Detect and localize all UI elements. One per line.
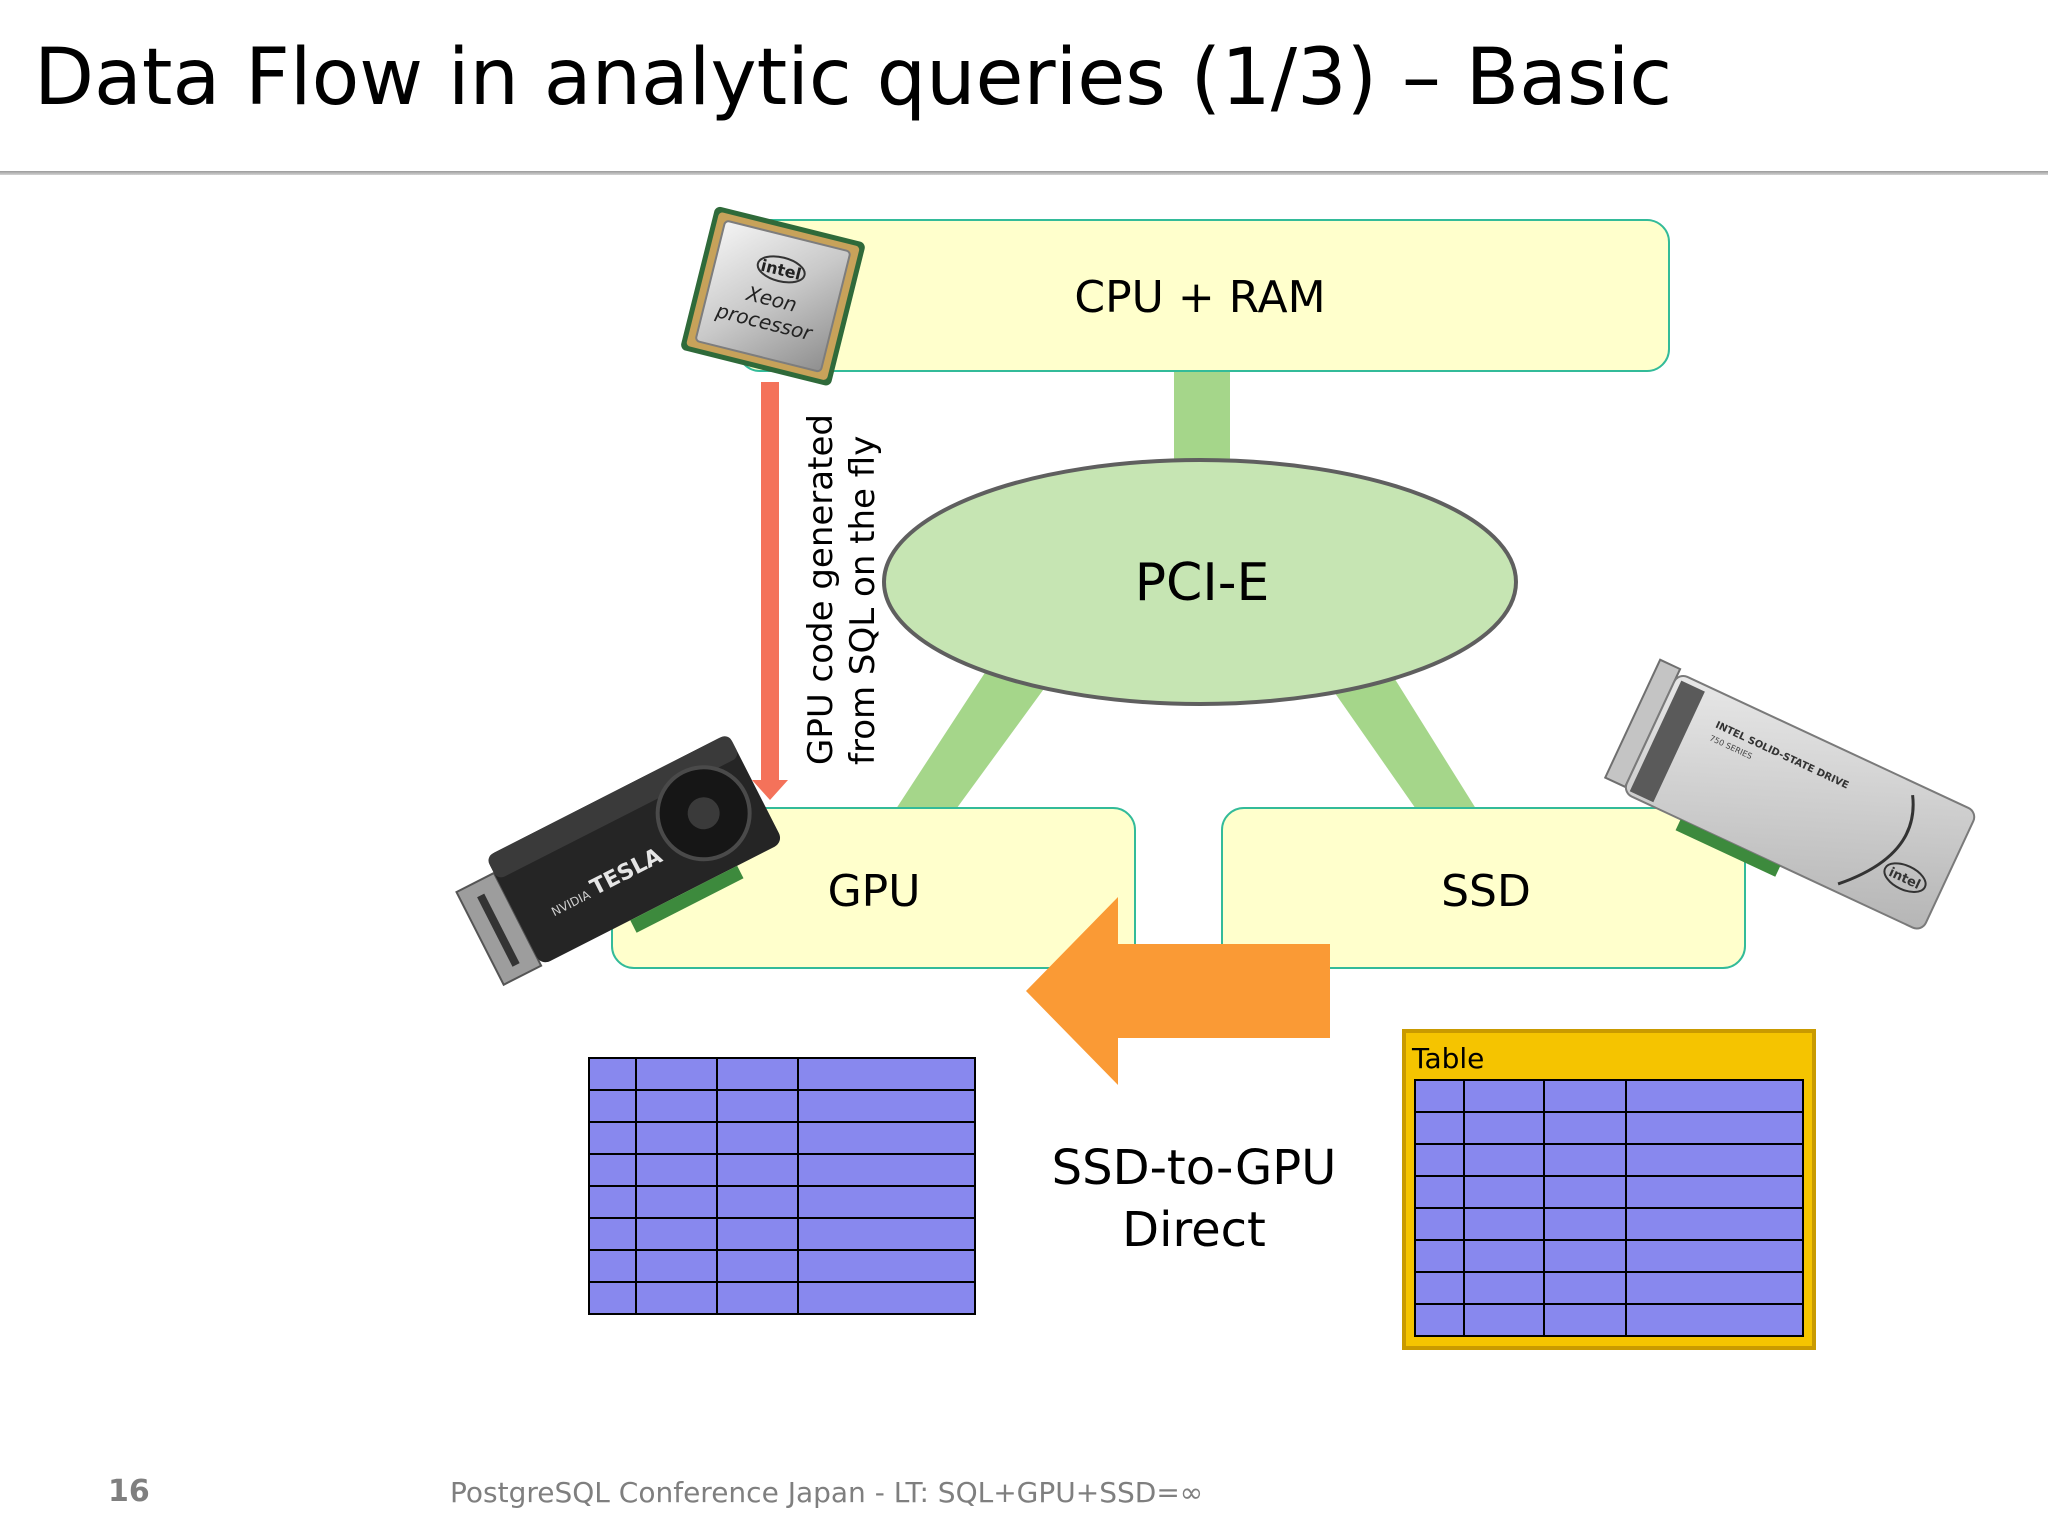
cpu-chip-image: intel Xeon processor	[681, 206, 865, 386]
ssd-box: SSD	[1221, 807, 1746, 969]
bus-pcie-gpu	[894, 668, 1046, 812]
title-divider	[0, 171, 2048, 175]
cpu-ram-box: CPU + RAM	[737, 219, 1670, 372]
slide-title: Data Flow in analytic queries (1/3) – Ba…	[34, 33, 1673, 123]
footer-text: PostgreSQL Conference Japan - LT: SQL+GP…	[450, 1476, 1204, 1509]
cpu-to-gpu-arrow	[752, 382, 788, 800]
gpu-code-note-line1: GPU code generated	[801, 414, 841, 765]
pcie-ellipse: PCI-E	[882, 458, 1518, 706]
gpu-card-image: NVIDIA TESLA	[455, 736, 781, 987]
gpu-code-note-line2: from SQL on the fly	[843, 436, 883, 765]
table-box: Table	[1402, 1029, 1816, 1350]
bus-pcie-ssd	[1330, 668, 1478, 812]
gpu-label: GPU	[828, 866, 921, 917]
table-label: Table	[1411, 1042, 1484, 1075]
gpu-data-grid	[588, 1057, 976, 1315]
cpu-ram-label: CPU + RAM	[1074, 272, 1325, 323]
ssd-to-gpu-arrow	[1026, 897, 1330, 1085]
ssd-label: SSD	[1441, 866, 1531, 917]
bus-cpu-pcie	[1174, 370, 1230, 470]
pcie-label: PCI-E	[1135, 553, 1270, 613]
table-grid	[1414, 1079, 1804, 1337]
ssd-to-gpu-caption-line2: Direct	[1122, 1202, 1266, 1258]
ssd-to-gpu-caption-line1: SSD-to-GPU	[1052, 1140, 1337, 1196]
page-number: 16	[108, 1474, 150, 1509]
